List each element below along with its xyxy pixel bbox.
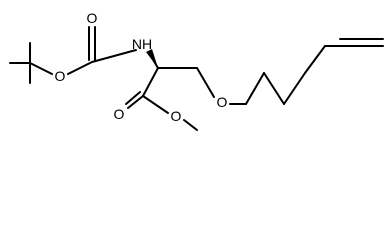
bond-ester-c-o-double-a: [127, 95, 144, 109]
bond-chain-c1-c2: [245, 72, 265, 105]
bond-methoxy-methyl: [183, 119, 198, 131]
bond-ester-carbon-to-oxygen: [142, 95, 169, 114]
bond-alpha-to-ester-carbon: [142, 67, 159, 97]
bond-ch2-to-ether-oxygen: [196, 67, 215, 98]
atom-label-boc-carbonyl-oxygen: O: [87, 10, 98, 26]
bond-ester-c-o-double-b: [125, 91, 141, 105]
stereo-wedge-bond: [146, 49, 158, 68]
atom-label-nh: NH: [132, 36, 152, 52]
molecule-structure: O O NH O O O: [9, 10, 384, 131]
atom-label-ether-oxygen: O: [217, 94, 228, 110]
molecule-diagram: O O NH O O O: [9, 10, 384, 131]
bond-chain-c3-c4: [283, 72, 306, 105]
bond-chain-c4-c5: [304, 45, 326, 74]
atom-label-boc-oxygen: O: [55, 68, 66, 84]
bond-oxygen-to-carbonyl-carbon: [67, 61, 93, 75]
bond-carbonyl-to-nitrogen: [91, 49, 137, 63]
bond-tbu-to-oxygen: [29, 62, 53, 75]
atom-label-methoxy-oxygen: O: [171, 108, 182, 124]
atom-label-ester-carbonyl-oxygen: O: [114, 106, 125, 122]
bond-chain-c2-c3: [263, 72, 285, 105]
